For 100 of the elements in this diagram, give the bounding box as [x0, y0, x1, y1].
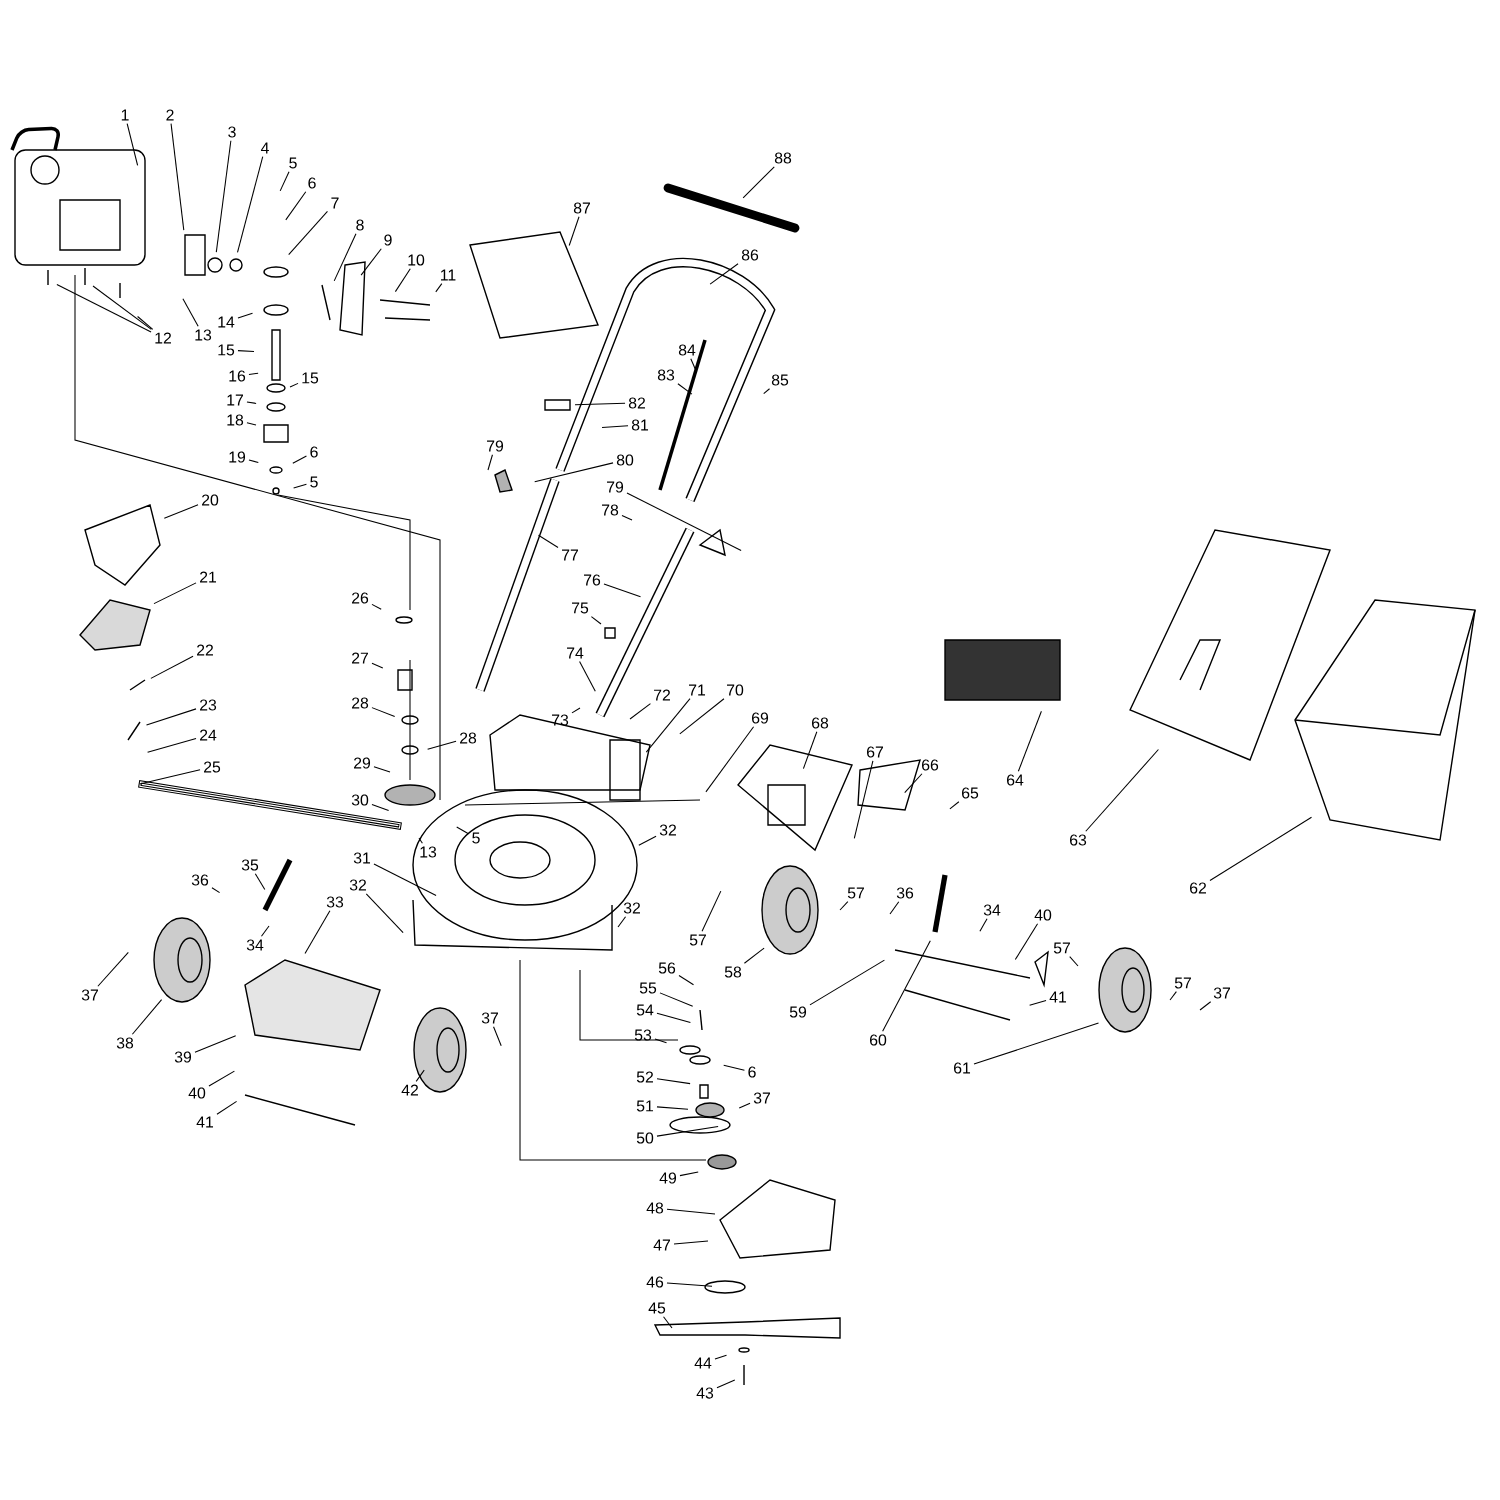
leader-line	[246, 422, 257, 426]
leader-line	[538, 534, 559, 549]
leader-line	[137, 315, 154, 330]
leader-line	[237, 156, 264, 253]
callout-number: 41	[1049, 991, 1067, 1003]
callout-number: 82	[628, 397, 645, 409]
callout-number: 71	[689, 684, 706, 696]
callout-number: 5	[310, 476, 318, 488]
leader-line	[150, 655, 194, 679]
callout-number: 72	[654, 689, 670, 701]
leader-line	[656, 1106, 689, 1110]
leader-line	[603, 583, 642, 598]
callout-number: 37	[1213, 987, 1230, 999]
callout-number: 66	[922, 759, 939, 771]
leader-line	[371, 707, 396, 717]
callout-number: 28	[460, 732, 477, 744]
callout-number: 11	[441, 269, 456, 281]
callout-number: 67	[867, 746, 883, 758]
callout-number: 36	[191, 874, 209, 886]
leader-line	[1017, 710, 1042, 772]
leader-line	[579, 661, 596, 692]
leader-line	[723, 1064, 745, 1071]
callout-number: 6	[310, 446, 318, 458]
callout-number: 84	[678, 344, 696, 356]
leader-line	[360, 248, 382, 276]
callout-number: 38	[116, 1037, 134, 1049]
leader-line	[679, 698, 725, 735]
leader-line	[590, 616, 602, 625]
callout-number: 30	[351, 794, 369, 806]
callout-number: 41	[196, 1116, 213, 1128]
leader-line	[182, 298, 199, 327]
callout-number: 57	[847, 887, 864, 899]
callout-number: 12	[155, 332, 171, 344]
leader-line	[246, 401, 257, 404]
callout-number: 32	[623, 902, 640, 914]
callout-number: 81	[631, 419, 649, 431]
leader-line	[673, 1240, 709, 1245]
callout-number: 79	[607, 481, 624, 493]
callout-number: 35	[241, 859, 259, 871]
leader-line	[365, 893, 404, 934]
callout-number: 48	[646, 1202, 664, 1214]
callout-number: 2	[166, 109, 174, 121]
callout-number: 86	[741, 249, 759, 261]
callout-number: 6	[308, 177, 316, 189]
callout-number: 40	[188, 1087, 206, 1099]
leader-line	[248, 459, 259, 464]
callout-number: 62	[1190, 882, 1206, 894]
callout-number: 70	[727, 684, 744, 696]
callout-number: 18	[227, 414, 244, 426]
leader-line	[215, 140, 232, 253]
callout-number: 40	[1034, 909, 1052, 921]
callout-number: 39	[174, 1051, 192, 1063]
callout-number: 33	[326, 896, 344, 908]
callout-number: 15	[218, 344, 235, 356]
callout-number: 80	[616, 454, 634, 466]
leader-line	[973, 1022, 1100, 1065]
callout-number: 44	[694, 1357, 712, 1369]
leader-line	[656, 1126, 719, 1137]
leader-line	[147, 737, 197, 753]
callout-number: 7	[331, 197, 339, 209]
callout-number: 79	[487, 440, 504, 452]
leader-line	[371, 603, 382, 610]
callout-number: 21	[200, 571, 216, 583]
callout-number: 1	[121, 109, 129, 121]
leader-line	[839, 901, 849, 911]
leader-line	[248, 372, 259, 375]
callout-number: 60	[870, 1034, 887, 1046]
leader-line	[1209, 816, 1313, 882]
callout-number: 14	[218, 316, 235, 328]
leader-line	[621, 514, 633, 521]
leader-line	[153, 582, 197, 605]
callout-number: 10	[408, 254, 425, 266]
leader-line	[56, 283, 152, 333]
leader-line	[743, 947, 765, 964]
leader-line	[904, 773, 923, 794]
callout-number: 45	[648, 1302, 666, 1314]
callout-number: 50	[636, 1132, 654, 1144]
callout-number: 15	[302, 372, 319, 384]
callout-number: 88	[774, 152, 792, 164]
callout-number: 28	[352, 697, 369, 709]
callout-number: 23	[200, 699, 217, 711]
leader-line	[373, 766, 391, 773]
leader-line	[126, 123, 139, 166]
callout-number: 63	[1070, 834, 1087, 846]
callout-number: 32	[349, 879, 366, 891]
callout-number: 24	[200, 729, 217, 741]
callout-number: 6	[748, 1066, 756, 1078]
leader-line	[139, 769, 201, 785]
callout-number: 87	[573, 202, 590, 214]
leader-line	[170, 123, 185, 231]
callout-number: 56	[658, 962, 676, 974]
leader-line	[701, 890, 722, 932]
callout-number: 36	[896, 887, 914, 899]
callout-number: 3	[228, 126, 236, 138]
callout-number: 47	[653, 1239, 670, 1251]
leader-line	[1029, 999, 1047, 1006]
callout-number: 5	[472, 832, 480, 844]
callout-number: 49	[659, 1172, 677, 1184]
callout-number: 31	[353, 852, 370, 864]
leader-line	[659, 992, 694, 1007]
